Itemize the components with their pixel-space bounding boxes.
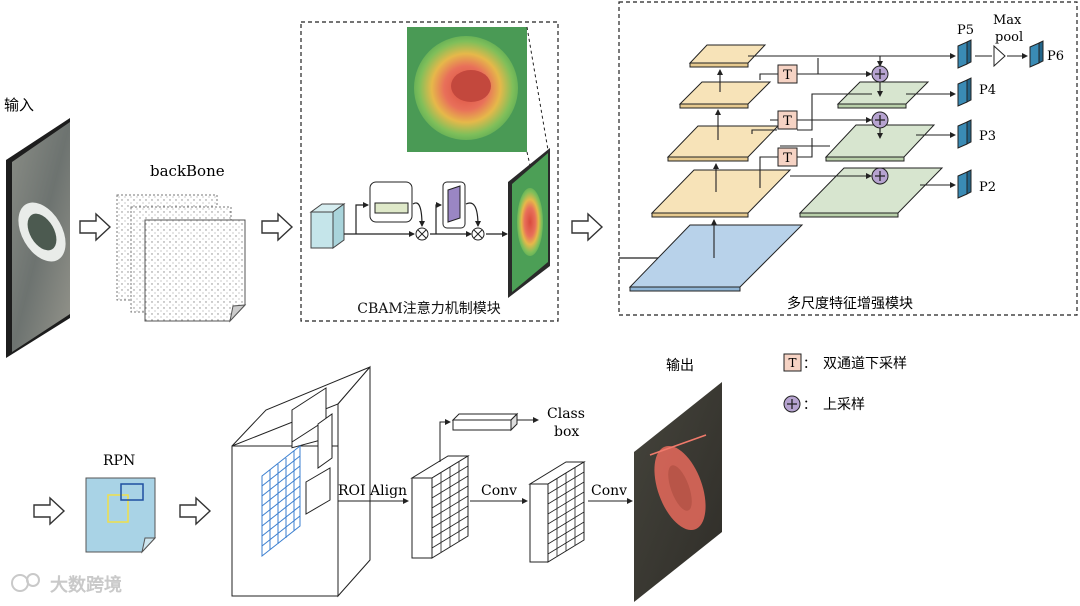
- conv1-label: Conv: [481, 483, 517, 499]
- input-label: 输入: [4, 96, 34, 114]
- cbam-label: CBAM注意力机制模块: [357, 300, 500, 317]
- input-image: [6, 118, 70, 358]
- svg-text:：: ：: [803, 357, 816, 372]
- fpn-bottomup-layers: [650, 44, 792, 218]
- flow-arrow: [261, 212, 294, 242]
- svg-text:大数跨境: 大数跨境: [50, 574, 122, 596]
- maxpool-label-line2: pool: [995, 30, 1023, 45]
- cbam-flow-lines: [344, 202, 508, 237]
- backbone-label: backBone: [150, 162, 225, 180]
- flow-arrow: [33, 496, 66, 526]
- output-image: [634, 382, 722, 602]
- channel-attention-block: [369, 181, 413, 223]
- upsample-plus-circle: [871, 167, 889, 185]
- roi-grid: [261, 444, 301, 558]
- fc-vector: [451, 412, 519, 432]
- fpn-connections: [711, 53, 1028, 258]
- flow-arrow: [79, 212, 112, 242]
- upsample-plus-circle: [871, 111, 889, 129]
- legend-downsample: T ： 双通道下采样: [783, 353, 907, 372]
- watermark-logo: 大数跨境: [11, 573, 122, 596]
- refined-feature-map: [508, 148, 550, 298]
- maxpool-label-line1: Max: [993, 13, 1022, 28]
- output-label: 输出: [666, 358, 694, 374]
- flow-arrow: [571, 212, 604, 242]
- input-feature-cube: [309, 203, 346, 249]
- svg-text:T: T: [783, 151, 792, 166]
- box-label: box: [554, 424, 579, 440]
- rpn-feature-map: [231, 365, 371, 598]
- upsample-plus-circle: [871, 65, 889, 83]
- proposal-boxes: [291, 387, 333, 515]
- rpn-sheet: [85, 477, 157, 554]
- attention-heatmap-zoom: [407, 27, 527, 152]
- p6-label: P6: [1047, 49, 1064, 64]
- downsample-t-box: T: [777, 147, 798, 167]
- legend-upsample: ： 上采样: [783, 395, 865, 413]
- roi-feature-cube: [410, 455, 470, 559]
- svg-text:上采样: 上采样: [823, 397, 865, 413]
- svg-text:T: T: [783, 68, 792, 83]
- svg-text:T: T: [783, 114, 792, 129]
- svg-text:双通道下采样: 双通道下采样: [823, 356, 907, 372]
- fpn-topdown-layers: [798, 81, 944, 218]
- spatial-attention-block: [442, 181, 466, 229]
- fpn-base-layer: [628, 224, 804, 288]
- svg-text:：: ：: [803, 398, 816, 413]
- downsample-t-box: T: [777, 64, 798, 84]
- fpn-label: 多尺度特征增强模块: [787, 295, 913, 312]
- svg-text:T: T: [788, 356, 796, 370]
- fc-flow-line: [439, 419, 451, 462]
- cbam-module-frame: [300, 21, 559, 322]
- p2-label: P2: [979, 180, 996, 195]
- multiply-op: [471, 227, 485, 241]
- flow-arrow: [179, 496, 212, 526]
- p5-label: P5: [957, 23, 974, 38]
- backbone-feature-maps: [116, 194, 247, 323]
- p4-label: P4: [979, 83, 996, 98]
- output-level-blocks: [957, 39, 1044, 199]
- multiply-op: [415, 227, 429, 241]
- downsample-t-box: T: [777, 110, 798, 130]
- conv2-label: Conv: [591, 483, 627, 499]
- conv-feature-cube: [528, 461, 586, 563]
- rpn-label: RPN: [103, 453, 135, 469]
- class-label: Class: [547, 406, 585, 422]
- roi-align-label: ROI Align: [338, 483, 407, 499]
- p3-label: P3: [979, 129, 996, 144]
